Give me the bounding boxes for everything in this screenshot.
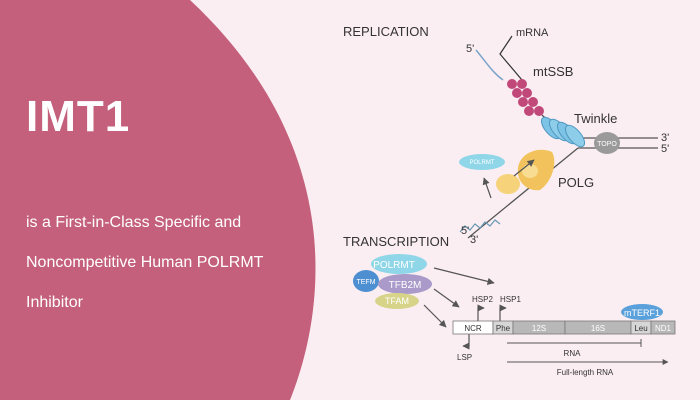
gene-label-16s: 16S xyxy=(591,324,605,333)
tfam-label: TFAM xyxy=(385,296,409,306)
mtssb-beads xyxy=(507,79,544,116)
panel-shape xyxy=(0,0,316,400)
five-prime-top-label: 5' xyxy=(466,43,474,55)
subtitle-line-1: is a First-in-Class Specific and xyxy=(26,214,242,231)
mtssb-bead xyxy=(522,88,532,98)
tfam-complex xyxy=(375,293,419,309)
tefm-complex xyxy=(353,270,379,292)
lsp-arrow xyxy=(462,333,470,350)
page-title: IMT1 xyxy=(26,92,131,141)
mtssb-label: mtSSB xyxy=(533,64,573,79)
full-length-rna-label: Full-length RNA xyxy=(557,368,614,377)
polrmt-replication xyxy=(459,154,505,170)
mrna-strand-b xyxy=(499,35,523,81)
gene-label-ncr: NCR xyxy=(464,324,482,333)
twinkle-label: Twinkle xyxy=(574,111,617,126)
polg-direction-arrow xyxy=(513,159,535,177)
replication-section: REPLICATION mRNA 5' mtSSB xyxy=(343,24,669,246)
polrmt-replication-label: POLRMT xyxy=(469,160,494,166)
gene-label-phe: Phe xyxy=(496,324,511,333)
mtssb-bead xyxy=(517,79,527,89)
twinkle-helicase xyxy=(540,116,586,148)
tefm-label: TEFM xyxy=(356,279,375,286)
mtssb-bead xyxy=(524,106,534,116)
mterf1-label: mTERF1 xyxy=(624,308,660,318)
topo-enzyme xyxy=(594,132,620,154)
three-prime-bottom-label: 3' xyxy=(470,234,478,246)
hsp1-arrow xyxy=(499,304,507,322)
mtssb-bead xyxy=(534,106,544,116)
lsp-label: LSP xyxy=(457,353,472,362)
mtdna-gene-map: NCR Phe 12S 16S Leu ND1 xyxy=(452,320,676,335)
tfb2m-label: TFB2M xyxy=(389,280,422,291)
mtssb-bead xyxy=(512,88,522,98)
polrmt-complex-label: POLRMT xyxy=(373,260,415,271)
polrmt-primer-arrow xyxy=(482,177,492,199)
three-prime-right-label: 3' xyxy=(661,132,669,144)
complex-to-lsp-arrow xyxy=(423,304,447,328)
topo-label: TOPO xyxy=(597,141,617,148)
hsp2-arrow xyxy=(477,304,485,322)
transcription-heading: TRANSCRIPTION xyxy=(343,234,449,249)
subtitle-line-3: Inhibitor xyxy=(26,294,83,311)
rna-label: RNA xyxy=(564,349,582,358)
polg-label: POLG xyxy=(558,175,594,190)
tfb2m-complex xyxy=(378,274,432,294)
mrna-label: mRNA xyxy=(516,27,549,39)
mtssb-bead xyxy=(518,97,528,107)
subtitle-line-2: Noncompetitive Human POLRMT xyxy=(26,254,264,271)
polg-enzyme xyxy=(496,149,555,194)
mtssb-bead xyxy=(528,97,538,107)
mtssb-bead xyxy=(507,79,517,89)
hsp2-label: HSP2 xyxy=(472,295,493,304)
polrmt-complex xyxy=(371,254,427,274)
mrna-strand-a xyxy=(475,49,504,81)
gene-label-12s: 12S xyxy=(532,324,546,333)
transcription-section: TRANSCRIPTION POLRMT TEFM TFB2M TFAM HSP… xyxy=(343,234,676,377)
complex-to-hsp1-arrow xyxy=(433,267,495,285)
mterf1-protein xyxy=(621,304,663,320)
hsp1-label: HSP1 xyxy=(500,295,521,304)
complex-to-hsp2-arrow xyxy=(433,288,460,308)
replication-heading: REPLICATION xyxy=(343,24,429,39)
gene-label-leu: Leu xyxy=(634,324,647,333)
primer-zigzag xyxy=(459,219,501,233)
gene-segment-nd1 xyxy=(650,320,676,335)
gene-label-nd1: ND1 xyxy=(655,324,672,333)
five-prime-bottom-label: 5' xyxy=(461,225,469,237)
five-prime-right-label: 5' xyxy=(661,143,669,155)
